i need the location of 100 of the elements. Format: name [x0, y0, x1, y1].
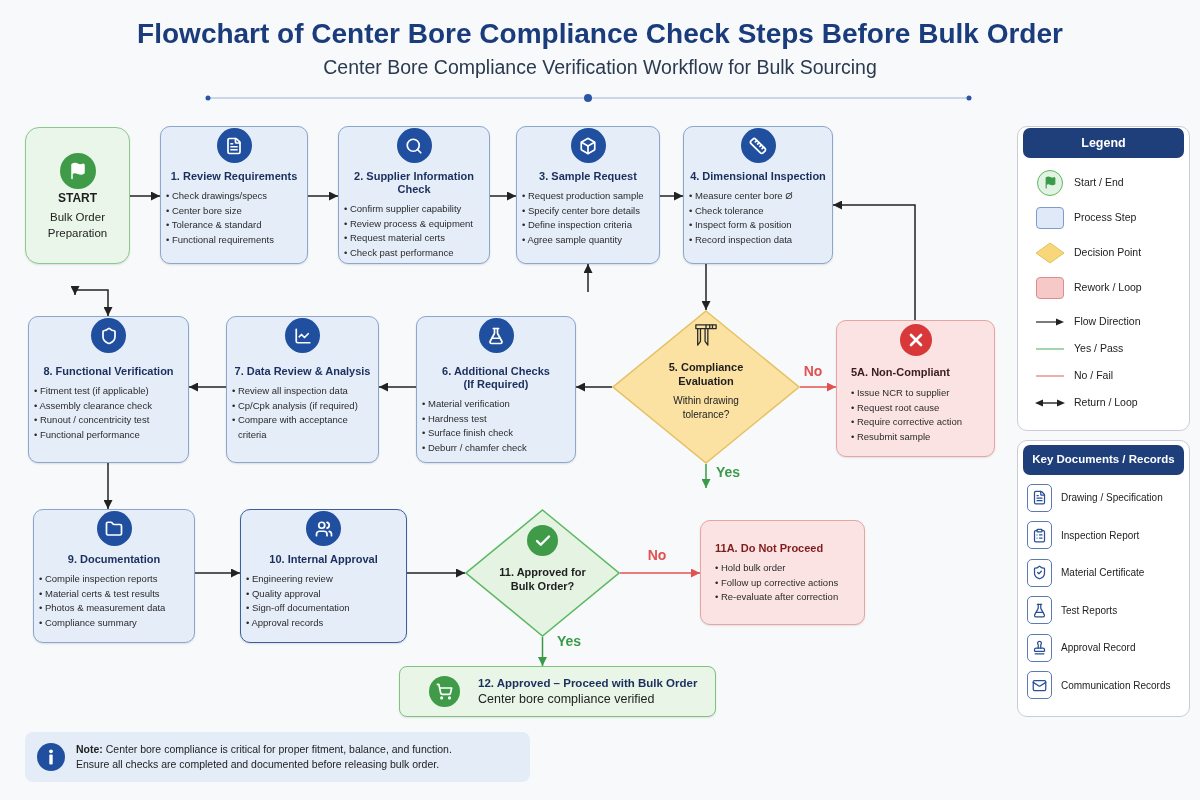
legend-label: Return / Loop — [1074, 396, 1138, 409]
bullet-item: • Quality approval — [246, 586, 321, 601]
bullet-item: • Inspect form & position — [689, 218, 792, 232]
flow-arrow — [701, 463, 711, 489]
documents-panel — [1017, 440, 1190, 717]
process-box — [338, 126, 490, 264]
bullet-item: • Fitment test (if applicable) — [34, 384, 149, 398]
flow-arrow — [799, 382, 837, 392]
bullet-item: • Hardness test — [422, 411, 487, 426]
bullet-item: • Specify center bore details — [522, 203, 640, 218]
document-label: Communication Records — [1061, 678, 1171, 692]
bullet-item: • Follow up corrective actions — [715, 575, 839, 590]
step-title: 4. Dimensional Inspection — [690, 170, 826, 183]
edge-label: Yes — [554, 633, 584, 649]
legend-label: Decision Point — [1074, 246, 1142, 259]
bullet-item: • Material verification — [422, 397, 510, 411]
process-box — [416, 316, 576, 463]
start-label: START — [57, 191, 98, 205]
document-label: Material Certificate — [1061, 566, 1145, 580]
bullet-item: • Define inspection criteria — [522, 218, 632, 232]
bullet-item: • Cp/Cpk analysis (if required) — [232, 398, 358, 413]
process-box — [28, 316, 189, 463]
note-text: Note: Center bore compliance is critical for proper fitment, balance, and function. Ensure all checks are completed and documented before releasing bulk order. — [76, 742, 453, 772]
bullet-item: • Review process & equipment — [344, 216, 473, 231]
document-label: Approval Record — [1061, 641, 1136, 655]
step-title: 6. Additional Checks (If Required) — [441, 365, 551, 391]
bullet-item: • Agree sample quantity — [522, 232, 622, 247]
step-title: 10. Internal Approval — [269, 553, 378, 566]
decision-title: 5. Compliance Evaluation — [667, 360, 745, 388]
flow-arrow — [538, 636, 547, 667]
legend-label: Yes / Pass — [1074, 342, 1124, 355]
step-title: 5A. Non-Compliant — [851, 366, 950, 379]
bullet-item: • Center bore size — [166, 203, 242, 218]
bullet-item: • Request production sample — [522, 189, 644, 203]
bullet-item: • Functional performance — [34, 427, 140, 442]
flow-arrow — [701, 263, 711, 311]
flow-arrow — [832, 200, 916, 321]
bullet-item: • Issue NCR to supplier — [851, 386, 950, 400]
process-box — [240, 509, 407, 643]
edge-label: No — [645, 547, 669, 563]
flow-arrow — [194, 568, 241, 578]
legend-label: Start / End — [1074, 176, 1124, 189]
flow-arrow — [188, 382, 227, 392]
edge-label: Yes — [713, 464, 743, 480]
decision-diamond — [465, 509, 620, 637]
bullet-item: • Hold bulk order — [715, 561, 786, 575]
end-box — [399, 666, 716, 717]
bullet-item: • Record inspection data — [689, 232, 793, 247]
panel-heading: Key Documents / Records — [1023, 445, 1184, 475]
bullet-item: • Require corrective action — [851, 415, 963, 429]
bullet-item: • Approval records — [246, 615, 324, 630]
legend-label: No / Fail — [1074, 369, 1114, 382]
step-title: 9. Documentation — [67, 553, 161, 566]
flow-arrow — [489, 191, 517, 201]
bullet-item: • Compare with acceptance criteria — [232, 413, 349, 442]
start-description: Bulk Order Preparation — [46, 210, 109, 241]
process-box — [33, 509, 195, 643]
decision-title: 11. Approved for Bulk Order? — [498, 565, 587, 593]
bullet-item: • Engineering review — [246, 572, 333, 586]
flow-arrow — [406, 568, 466, 578]
process-box — [683, 126, 833, 264]
bullet-item: • Sign-off documentation — [246, 601, 350, 615]
bullet-item: • Material certs & test results — [39, 586, 160, 601]
step-note: Center bore compliance verified — [478, 691, 655, 708]
bullet-item: • Re-evaluate after correction — [715, 590, 839, 604]
edge-label: No — [801, 363, 825, 379]
bullet-item: • Resubmit sample — [851, 429, 931, 444]
panel-heading: Legend — [1023, 128, 1184, 158]
flow-arrow — [70, 286, 113, 317]
flow-arrow — [307, 191, 339, 201]
legend-label: Flow Direction — [1074, 315, 1141, 328]
flow-arrow — [378, 382, 417, 392]
legend-label: Process Step — [1074, 211, 1137, 224]
bullet-item: • Compile inspection reports — [39, 572, 158, 586]
note-box — [25, 732, 530, 782]
rework-box — [700, 520, 865, 625]
legend-label: Rework / Loop — [1074, 281, 1142, 294]
bullet-item: • Functional requirements — [166, 232, 274, 247]
bullet-item: • Compliance summary — [39, 615, 137, 630]
step-title: 11A. Do Not Proceed — [715, 542, 824, 555]
bullet-item: • Request root cause — [851, 400, 940, 415]
bullet-item: • Check past performance — [344, 245, 454, 260]
flow-arrow — [659, 191, 684, 201]
flow-arrow — [583, 263, 593, 293]
bullet-item: • Confirm supplier capability — [344, 202, 462, 216]
flow-arrow — [575, 382, 613, 392]
rework-box — [836, 320, 995, 457]
document-label: Test Reports — [1061, 603, 1118, 617]
bullet-item: • Check drawings/specs — [166, 189, 267, 203]
bullet-item: • Assembly clearance check — [34, 398, 152, 413]
process-box — [160, 126, 308, 264]
step-title: 8. Functional Verification — [43, 365, 174, 378]
bullet-item: • Review all inspection data — [232, 384, 348, 398]
decision-diamond — [612, 310, 800, 464]
bullet-item: • Surface finish check — [422, 426, 513, 440]
flow-arrow — [619, 568, 701, 578]
document-label: Inspection Report — [1061, 528, 1140, 542]
bullet-item: • Deburr / chamfer check — [422, 440, 527, 455]
bullet-item: • Runout / concentricity test — [34, 413, 150, 427]
decision-question: Within drawing tolerance? — [672, 394, 740, 421]
